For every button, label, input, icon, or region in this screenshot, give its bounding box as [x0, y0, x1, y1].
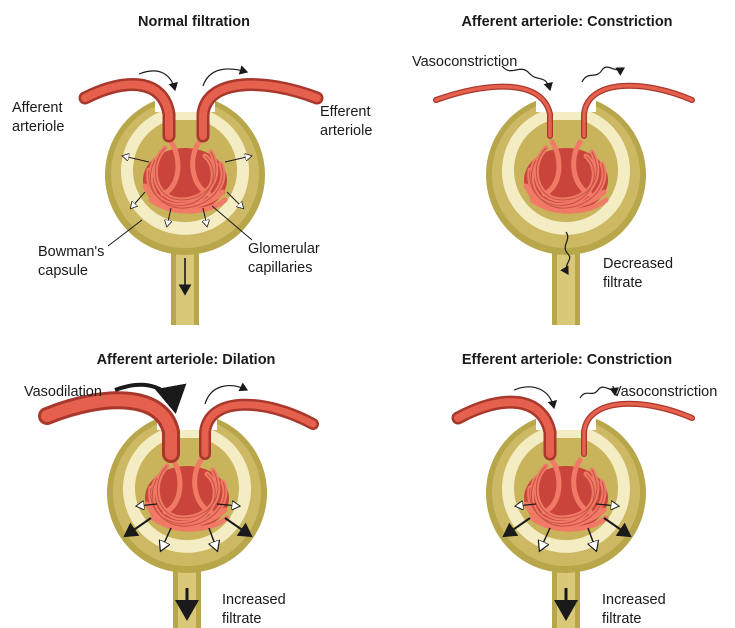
panel-title-afferent-dilation: Afferent arteriole: Dilation: [97, 352, 276, 368]
label-efferent-arteriole-2: arteriole: [320, 123, 372, 139]
label-glomerular-capillaries-1: Glomerular: [248, 241, 320, 257]
label-increased-filtrate-efferent-1: Increased: [602, 592, 666, 608]
label-increased-filtrate-dilation-2: filtrate: [222, 611, 262, 627]
panel-title-efferent-constriction: Efferent arteriole: Constriction: [462, 352, 672, 368]
panel-afferent-dilation: Afferent arteriole: Dilation Vasodilati: [24, 352, 313, 628]
label-increased-filtrate-dilation-1: Increased: [222, 592, 286, 608]
label-afferent-arteriole-2: arteriole: [12, 119, 64, 135]
label-bowmans-capsule-2: capsule: [38, 263, 88, 279]
panel-afferent-constriction: Afferent arteriole: Constriction Vasocon…: [412, 14, 692, 325]
label-vasoconstriction-efferent: Vasoconstriction: [612, 384, 717, 400]
label-vasoconstriction-afferent: Vasoconstriction: [412, 54, 517, 70]
label-glomerular-capillaries-2: capillaries: [248, 260, 312, 276]
panel-efferent-constriction: Efferent arteriole: Constriction Vasocon…: [458, 352, 717, 628]
panel-normal: Normal filtration Af: [12, 14, 372, 325]
glomerulus-normal: [85, 69, 317, 325]
glomerulus-afferent-constriction: [436, 66, 692, 325]
label-decreased-filtrate-1: Decreased: [603, 256, 673, 272]
panel-title-normal: Normal filtration: [138, 14, 250, 30]
panel-title-afferent-constriction: Afferent arteriole: Constriction: [461, 14, 672, 30]
label-bowmans-capsule-1: Bowman's: [38, 244, 104, 260]
label-vasodilation: Vasodilation: [24, 384, 102, 400]
label-afferent-arteriole-1: Afferent: [12, 100, 63, 116]
label-decreased-filtrate-2: filtrate: [603, 275, 643, 291]
label-efferent-arteriole-1: Efferent: [320, 104, 371, 120]
label-increased-filtrate-efferent-2: filtrate: [602, 611, 642, 627]
